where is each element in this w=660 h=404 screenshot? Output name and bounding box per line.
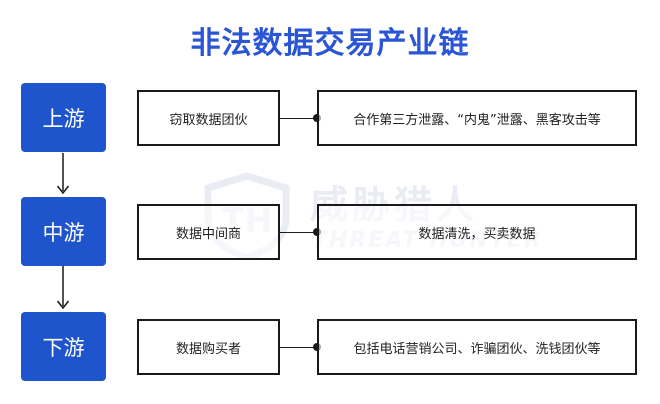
actor-downstream: 数据购买者 [137,319,280,375]
down-arrow-icon [56,266,70,310]
stage-midstream: 中游 [21,197,106,266]
diagram-title: 非法数据交易产业链 [190,26,470,61]
stage-downstream: 下游 [21,312,106,381]
actor-upstream: 窃取数据团伙 [137,90,280,146]
stage-upstream: 上游 [21,83,106,152]
actor-midstream: 数据中间商 [137,204,280,260]
connector-upstream [280,114,321,122]
down-arrow-icon [56,153,70,195]
detail-downstream: 包括电话营销公司、诈骗团伙、洗钱团伙等 [317,319,637,375]
connector-midstream [280,228,321,236]
connector-downstream [280,343,321,351]
detail-midstream: 数据清洗，买卖数据 [317,204,637,260]
detail-upstream: 合作第三方泄露、“内鬼”泄露、黑客攻击等 [317,90,637,146]
